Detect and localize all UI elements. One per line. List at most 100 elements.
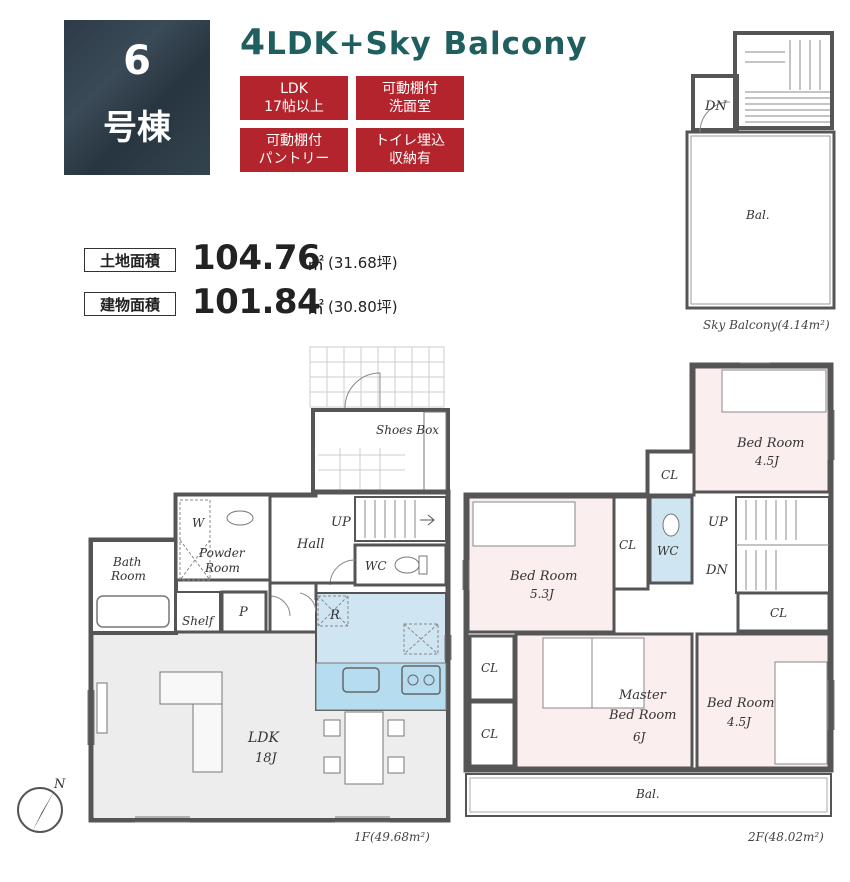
sofa bbox=[159, 671, 223, 705]
closet-left-2 bbox=[468, 700, 516, 768]
bed-se-bed bbox=[774, 661, 828, 765]
shelf-label: Shelf bbox=[182, 614, 216, 628]
first-floor-windows bbox=[87, 635, 452, 823]
bath-room-walls bbox=[89, 538, 178, 635]
sky-door-swing bbox=[699, 101, 731, 133]
second-floor-plan: Bed Room 4.5J CL Bed Room 5.3J CL WC UP … bbox=[462, 362, 835, 817]
tag-line: 可動棚付 bbox=[266, 133, 322, 149]
first-floor-wc-walls bbox=[353, 543, 448, 587]
p-label: P bbox=[238, 605, 248, 620]
land-area-value: 104.76 bbox=[192, 238, 321, 278]
bath-label-2: Room bbox=[110, 569, 146, 583]
bed-w-size: 5.3J bbox=[530, 587, 555, 601]
land-area-unit: ㎡ bbox=[307, 255, 324, 275]
land-area-tsubo: (31.68坪) bbox=[328, 254, 398, 272]
stair-up-arrow bbox=[420, 514, 435, 526]
building-area-label: 建物面積 bbox=[84, 292, 176, 316]
north-label: N bbox=[53, 777, 66, 792]
closet-mid bbox=[612, 495, 650, 591]
land-area-label: 土地面積 bbox=[84, 248, 176, 272]
bathtub bbox=[96, 595, 170, 628]
sky-stair-enclosure bbox=[733, 31, 834, 130]
up-1f-label: UP bbox=[331, 515, 351, 530]
hall-label: Hall bbox=[296, 537, 324, 552]
ldk-label: LDK bbox=[247, 730, 281, 746]
bed-w-bed bbox=[472, 501, 576, 547]
bed-se-size: 4.5J bbox=[726, 715, 752, 729]
feature-tag-pantry: 可動棚付 パントリー bbox=[240, 128, 348, 172]
building-label: 号棟 bbox=[103, 108, 171, 148]
toilet-2f bbox=[662, 513, 680, 537]
first-floor-stairs bbox=[354, 496, 447, 542]
tag-line: パントリー bbox=[258, 151, 330, 167]
sky-dn-landing bbox=[691, 74, 739, 132]
second-floor-windows bbox=[462, 362, 835, 730]
shoes-box-label: Shoes Box bbox=[376, 423, 439, 437]
building-area-value: 101.84 bbox=[192, 282, 321, 322]
master-label-2: Bed Room bbox=[608, 708, 676, 723]
bath-label: Bath bbox=[112, 555, 142, 569]
dn-2f-label: DN bbox=[705, 563, 728, 578]
master-bed-1 bbox=[542, 637, 596, 709]
bed-se-label: Bed Room bbox=[706, 696, 774, 711]
hall-door-swing bbox=[269, 595, 291, 617]
closet-top bbox=[646, 450, 696, 497]
sky-bal-label: Bal. bbox=[745, 208, 770, 222]
compass-circle bbox=[17, 787, 63, 833]
powder-label-2: Room bbox=[204, 561, 240, 575]
ldk-door-swing bbox=[299, 592, 317, 613]
porch-tiles bbox=[309, 346, 445, 408]
closet-right bbox=[736, 591, 831, 633]
title-lead: 4 bbox=[240, 22, 267, 63]
ldk-size: 18J bbox=[255, 751, 278, 766]
first-floor-caption: 1F(49.68m²) bbox=[354, 830, 430, 844]
w-label: W bbox=[192, 516, 206, 530]
wc-1f-label: WC bbox=[365, 559, 387, 573]
cl-top-label: CL bbox=[661, 468, 678, 482]
second-floor-wc bbox=[648, 495, 694, 585]
first-floor-plan: Shoes Box R LDK 18J Bath Room bbox=[17, 346, 452, 833]
master-size: 6J bbox=[633, 730, 647, 744]
tag-line: LDK bbox=[280, 81, 308, 97]
title-rest: LDK+Sky Balcony bbox=[266, 26, 588, 62]
entrance-door-swing bbox=[344, 372, 381, 409]
second-floor-balcony bbox=[465, 773, 832, 817]
dining-chairs bbox=[323, 719, 405, 774]
feature-tag-washroom: 可動棚付 洗面室 bbox=[356, 76, 464, 120]
sofa-chaise bbox=[192, 703, 223, 773]
cl-left1-label: CL bbox=[481, 661, 498, 675]
r-label: R bbox=[329, 608, 340, 623]
sky-balcony-inner bbox=[690, 135, 831, 305]
sky-dn-label: DN bbox=[704, 99, 727, 114]
sky-balcony-caption: Sky Balcony(4.14m²) bbox=[703, 318, 830, 332]
sky-balcony-plan: DN Bal. bbox=[685, 31, 836, 310]
cl-right-label: CL bbox=[770, 606, 787, 620]
wc-door-swing bbox=[329, 559, 356, 586]
refrigerator-box bbox=[317, 595, 349, 627]
building-number: 6 bbox=[123, 38, 151, 84]
sky-balcony-outline bbox=[685, 130, 836, 310]
master-bed-2 bbox=[591, 637, 645, 709]
first-floor-stair-treads bbox=[364, 500, 416, 538]
building-area-tsubo: (30.80坪) bbox=[328, 298, 398, 316]
building-number-block: 6 号棟 bbox=[64, 20, 210, 175]
cl-left2-label: CL bbox=[481, 727, 498, 741]
bed-ne-size: 4.5J bbox=[754, 454, 780, 468]
cooktop bbox=[401, 665, 441, 695]
powder-room-walls bbox=[174, 493, 272, 582]
tag-line: 可動棚付 bbox=[382, 81, 438, 97]
bed-ne-bed bbox=[721, 369, 827, 413]
sky-stair-treads bbox=[745, 40, 830, 123]
tv-unit bbox=[96, 682, 108, 734]
closet-left-1 bbox=[468, 634, 516, 702]
up-2f-label: UP bbox=[708, 515, 728, 530]
second-floor-caption: 2F(48.02m²) bbox=[748, 830, 824, 844]
tag-line: 洗面室 bbox=[389, 99, 431, 115]
feature-tag-ldk: LDK 17帖以上 bbox=[240, 76, 348, 120]
kitchen-counter bbox=[315, 662, 447, 711]
tag-line: 収納有 bbox=[389, 151, 431, 167]
tag-line: 17帖以上 bbox=[264, 99, 324, 115]
wash-basin bbox=[226, 510, 254, 526]
powder-label: Powder bbox=[198, 546, 246, 560]
